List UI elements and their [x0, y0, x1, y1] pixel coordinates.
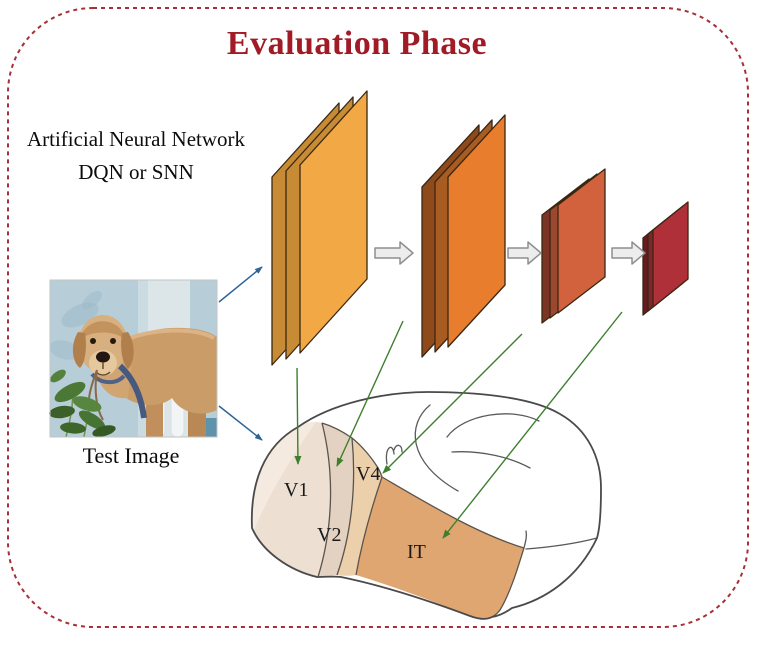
flow-arrow-1 — [374, 241, 414, 265]
photo-plant — [49, 369, 116, 438]
dog-ear-left — [72, 332, 86, 368]
figure-title: Evaluation Phase — [226, 25, 488, 62]
input-arrow-to-network — [218, 266, 263, 303]
brain-diagram: V1 V2 V4 IT — [250, 391, 602, 620]
mapping-arrow-layer3-v4 — [382, 333, 523, 474]
mapping-arrow-layer1-v1 — [294, 367, 302, 465]
brain-region-v2 — [318, 423, 354, 577]
ann-caption: Artificial Neural Network DQN or SNN — [10, 123, 262, 189]
feature-map-stack-1 — [271, 90, 368, 366]
photo-dog — [72, 315, 217, 437]
flow-arrow-3 — [611, 241, 646, 265]
brain-label-v1: V1 — [284, 479, 308, 501]
mapping-arrow-layer4-it — [442, 311, 623, 539]
feature-map-stack-4 — [642, 201, 689, 316]
input-arrow-to-brain — [218, 405, 263, 441]
brain-region-it — [356, 477, 524, 619]
dog-ear-right — [121, 332, 134, 369]
ann-caption-line1: Artificial Neural Network — [26, 127, 246, 151]
dashed-border — [7, 7, 749, 628]
brain-label-it: IT — [407, 541, 426, 563]
mapping-arrow-layer2-v2 — [336, 320, 404, 467]
ann-caption-line2: DQN or SNN — [78, 160, 194, 184]
brain-label-v2: V2 — [317, 524, 341, 546]
dog-nose — [96, 351, 110, 363]
brain-region-v4 — [337, 438, 382, 576]
feature-map-stack-3 — [541, 168, 606, 324]
flow-arrow-2 — [507, 241, 542, 265]
test-image-caption: Test Image — [82, 443, 180, 468]
test-image-photo — [49, 279, 218, 438]
brain-sulci — [385, 404, 598, 550]
dog-collar-strap — [117, 363, 147, 419]
brain-label-v4: V4 — [356, 463, 380, 485]
brain-outline — [250, 391, 602, 620]
feature-map-stack-2 — [421, 114, 506, 358]
